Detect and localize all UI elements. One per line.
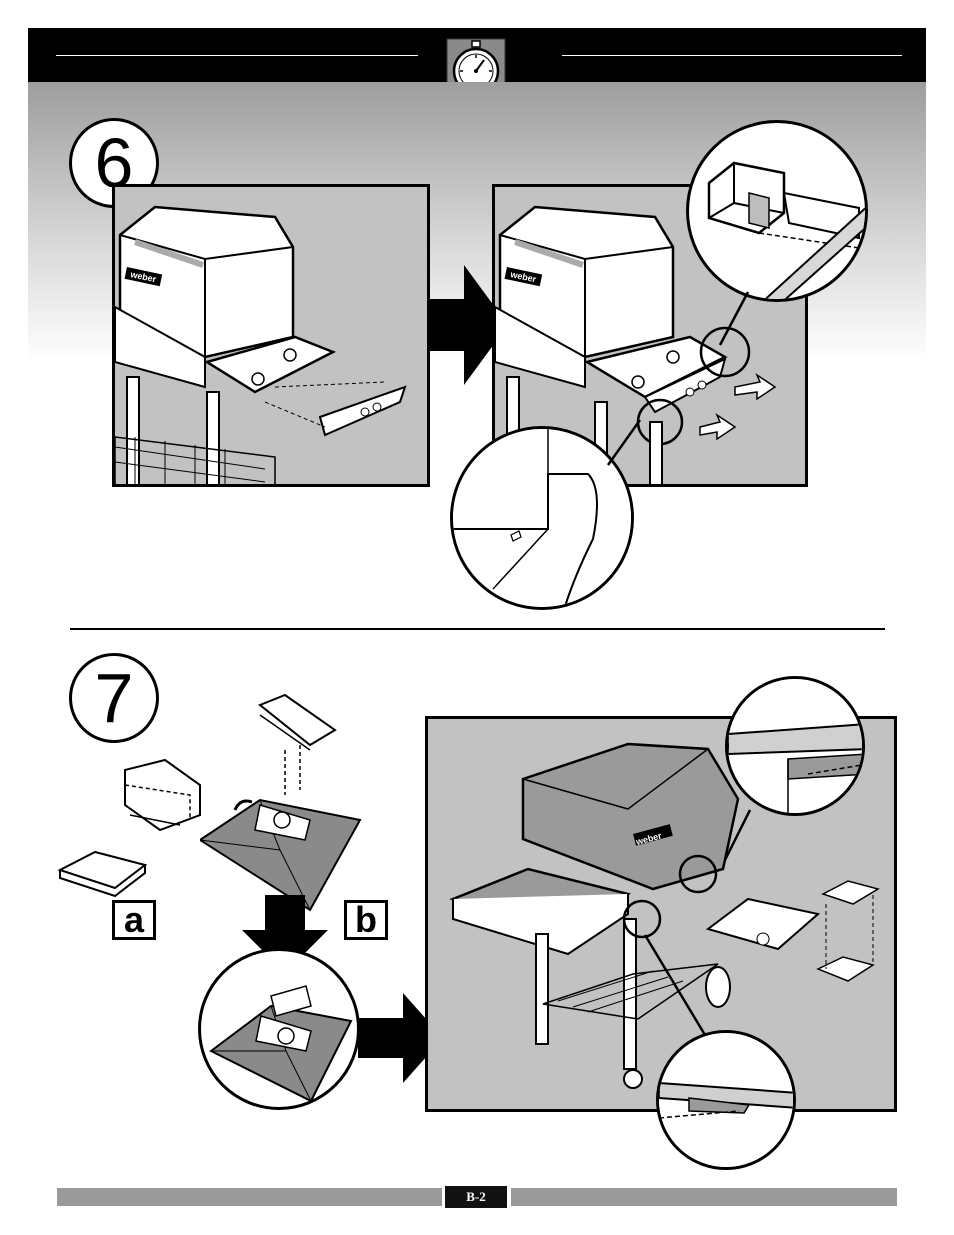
detail-magnifier-upper [725, 676, 865, 816]
page-number: B-2 [445, 1186, 507, 1208]
label-b: b [344, 900, 388, 940]
callout-line [720, 805, 760, 865]
callout-line [600, 415, 650, 475]
bottom-tray-parts [200, 690, 370, 920]
detail-magnifier-top [686, 120, 868, 302]
detail-magnifier-lower [656, 1030, 796, 1170]
footer-bar-right [511, 1188, 897, 1206]
detail-magnifier-tray [198, 948, 360, 1110]
step-6-panel-before: weber [112, 184, 430, 487]
callout-line [640, 930, 720, 1040]
catch-pan-parts [55, 690, 215, 900]
header-rule-right [562, 55, 902, 56]
header-rule-left [56, 55, 418, 56]
callout-line [700, 290, 760, 350]
label-a: a [112, 900, 156, 940]
section-divider [70, 628, 885, 630]
footer-bar-left [57, 1188, 442, 1206]
grill-illustration: weber [115, 187, 430, 487]
